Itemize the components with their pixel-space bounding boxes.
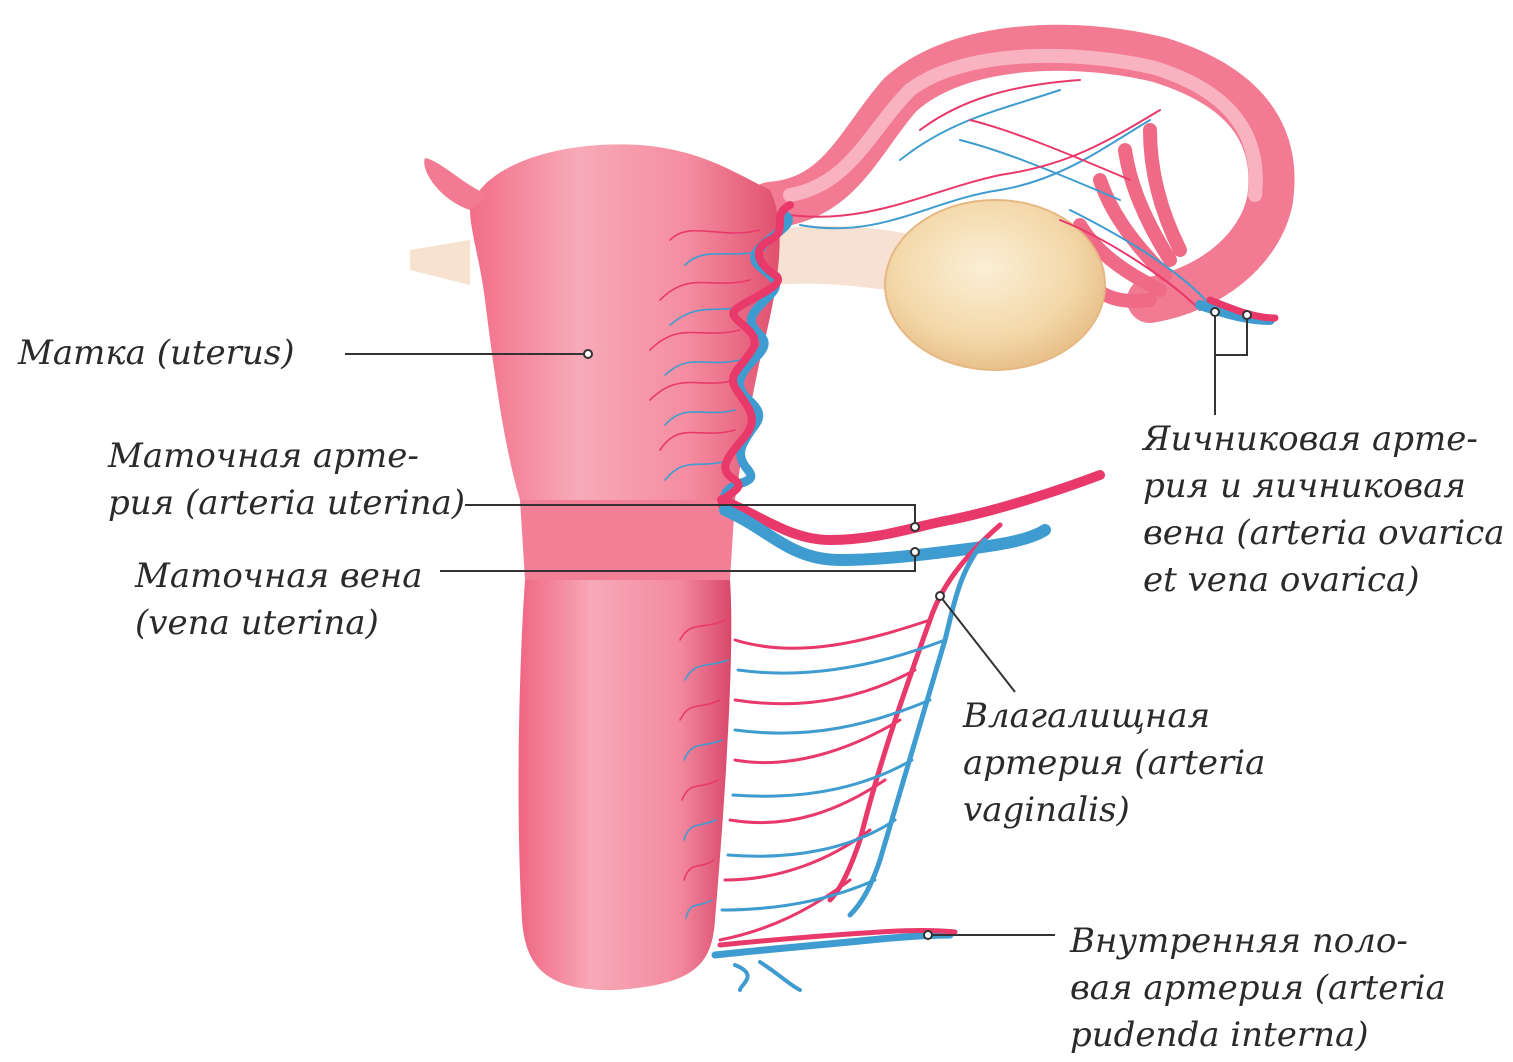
label-ovarian-line-3: вена (arteria ovarica — [1143, 510, 1505, 557]
label-uterus: Матка (uterus) — [18, 330, 295, 377]
label-internal-pudendal-artery: Внутренняя поло- вая артерия (arteria pu… — [1070, 918, 1446, 1059]
label-uterine-vein-line-1: Маточная вена — [135, 553, 423, 600]
label-pudendal-line-1: Внутренняя поло- — [1070, 918, 1446, 965]
label-uterine-vein: Маточная вена (vena uterina) — [135, 553, 423, 647]
label-ovarian-line-1: Яичниковая арте- — [1143, 416, 1505, 463]
label-ovarian-line-4: et vena ovarica) — [1143, 557, 1505, 604]
label-ovarian-vessels: Яичниковая арте- рия и яичниковая вена (… — [1143, 416, 1505, 604]
label-vaginal-line-3: vaginalis) — [963, 787, 1265, 834]
label-pudendal-line-3: pudenda interna) — [1070, 1012, 1446, 1059]
label-vaginal-line-1: Влагалищная — [963, 693, 1265, 740]
label-ovarian-line-2: рия и яичниковая — [1143, 463, 1505, 510]
label-uterus-line: Матка (uterus) — [18, 330, 295, 377]
label-pudendal-line-2: вая артерия (arteria — [1070, 965, 1446, 1012]
label-vaginal-line-2: артерия (arteria — [963, 740, 1265, 787]
leader-lines — [345, 315, 1247, 935]
label-uterine-artery-line-2: рия (arteria uterina) — [108, 480, 465, 527]
pudendal-vein-vessel — [715, 935, 950, 955]
label-uterine-artery-line-1: Маточная арте- — [108, 433, 465, 480]
uterine-horn — [424, 158, 490, 210]
label-uterine-vein-line-2: (vena uterina) — [135, 600, 423, 647]
broad-ligament — [410, 240, 470, 285]
cervix — [520, 500, 735, 580]
label-vaginal-artery: Влагалищная артерия (arteria vaginalis) — [963, 693, 1265, 834]
label-uterine-artery: Маточная арте- рия (arteria uterina) — [108, 433, 465, 527]
